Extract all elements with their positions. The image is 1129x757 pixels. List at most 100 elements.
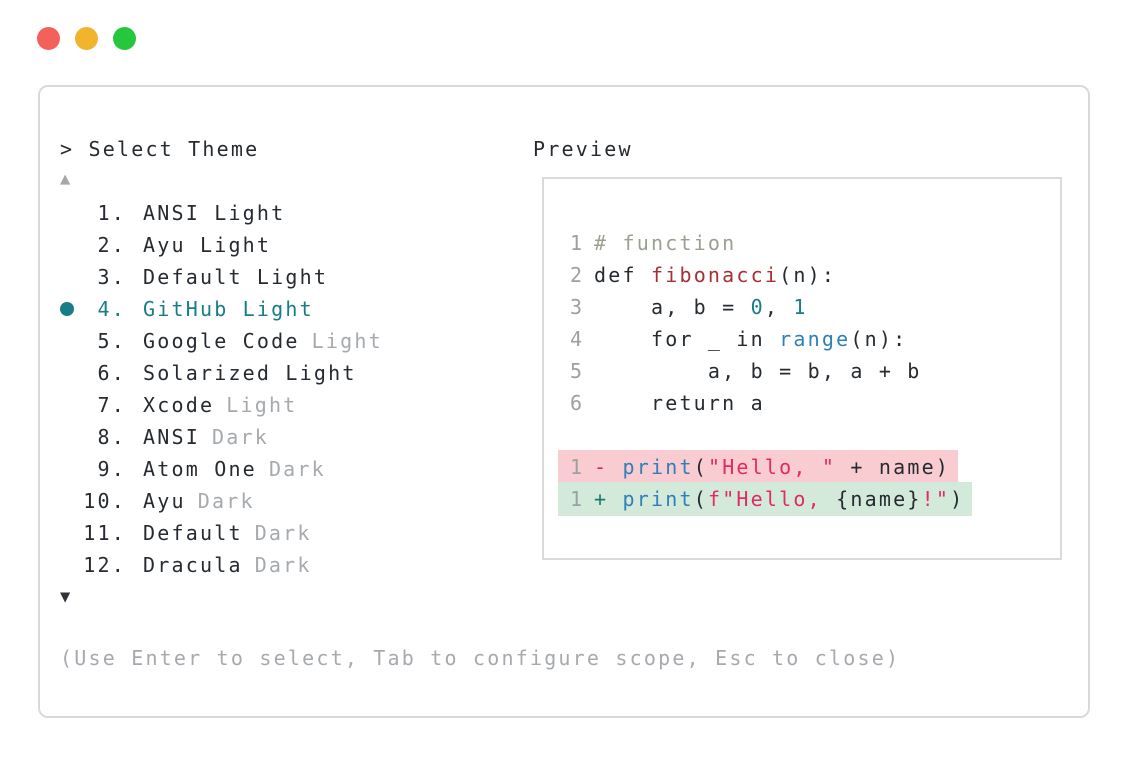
theme-item-number: 1. (97, 201, 126, 225)
preview-label: Preview (533, 137, 633, 161)
zoom-button[interactable] (113, 27, 136, 50)
code-token: !" (921, 487, 951, 511)
minimize-button[interactable] (75, 27, 98, 50)
diff-added-line: 1+ print(f"Hello, {name}!") (558, 482, 1060, 516)
theme-item-label: GitHub Light (143, 297, 314, 321)
select-theme-prompt: > Select Theme (60, 137, 260, 161)
line-number: 1 (570, 231, 585, 255)
code-token: def (594, 263, 651, 287)
close-button[interactable] (37, 27, 60, 50)
code-content: 6 return a (570, 391, 765, 415)
theme-item-label: Solarized Light (143, 361, 357, 385)
code-token: range (779, 327, 851, 351)
code-token: "Hello, " (707, 455, 837, 479)
code-line: 1 # function (570, 227, 1060, 259)
theme-item[interactable]: 10. Ayu Dark (60, 485, 383, 517)
code-token: ( (693, 455, 708, 479)
theme-item-number: 6. (97, 361, 126, 385)
code-token: print (622, 455, 694, 479)
theme-item[interactable]: 4. GitHub Light (60, 293, 383, 325)
code-token: a, b = b, a + b (594, 359, 922, 383)
theme-item-label: Default (143, 521, 243, 545)
theme-item-number: 2. (97, 233, 126, 257)
code-line (570, 419, 1060, 451)
theme-item[interactable]: 2.Ayu Light (60, 229, 383, 261)
window-controls (37, 27, 136, 50)
line-number: 4 (570, 327, 585, 351)
selection-dot-icon (60, 302, 74, 316)
selection-dot-column (60, 302, 82, 316)
code-content: 4 for _ in range(n): (570, 327, 907, 351)
theme-item-variant: Dark (254, 521, 312, 545)
code-token: , (764, 295, 794, 319)
code-line: 4 for _ in range(n): (570, 323, 1060, 355)
theme-item-number: 4. (97, 297, 126, 321)
theme-item-variant: Dark (254, 553, 312, 577)
code-line: 3 a, b = 0, 1 (570, 291, 1060, 323)
code-token: + (594, 487, 623, 511)
code-token: ( (693, 487, 708, 511)
theme-item-label: Default Light (143, 265, 329, 289)
theme-item-label: ANSI (143, 425, 200, 449)
theme-item[interactable]: 5. Google Code Light (60, 325, 383, 357)
code-token: 1 (793, 295, 808, 319)
help-text: (Use Enter to select, Tab to configure s… (60, 646, 901, 670)
theme-item-label: Dracula (143, 553, 243, 577)
code-line: 6 return a (570, 387, 1060, 419)
theme-item-label: Google Code (143, 329, 300, 353)
theme-item[interactable]: 3. Default Light (60, 261, 383, 293)
theme-item[interactable]: 6. Solarized Light (60, 357, 383, 389)
line-number: 5 (570, 359, 585, 383)
theme-item-variant: Light (226, 393, 298, 417)
theme-item-label: ANSI Light (143, 201, 286, 225)
code-token: for _ in (594, 327, 780, 351)
theme-item-number: 5. (97, 329, 126, 353)
code-token: a, b = (594, 295, 751, 319)
scroll-down-indicator[interactable]: ▼ (60, 587, 71, 607)
code-token: {name} (836, 487, 922, 511)
code-token: f"Hello, (707, 487, 837, 511)
theme-item-number: 9. (97, 457, 126, 481)
diff-highlight: 1- print("Hello, " + name) (558, 450, 959, 484)
code-content (570, 423, 594, 447)
theme-item[interactable]: 7. Xcode Light (60, 389, 383, 421)
code-token: return a (594, 391, 765, 415)
code-token: fibonacci (650, 263, 780, 287)
diff-highlight: 1+ print(f"Hello, {name}!") (558, 482, 973, 516)
line-number: 2 (570, 263, 585, 287)
code-token: # function (594, 231, 737, 255)
diff-removed-line: 1- print("Hello, " + name) (558, 450, 1060, 484)
theme-item-number: 7. (97, 393, 126, 417)
theme-item-variant: Dark (197, 489, 255, 513)
theme-item-variant: Dark (268, 457, 326, 481)
theme-item-number: 10. (83, 489, 126, 513)
theme-item[interactable]: 1. ANSI Light (60, 197, 383, 229)
line-number: 1 (570, 487, 585, 511)
theme-item-number: 8. (97, 425, 126, 449)
code-content: 3 a, b = 0, 1 (570, 295, 808, 319)
code-line: 5 a, b = b, a + b (570, 355, 1060, 387)
code-token: print (622, 487, 694, 511)
code-content: 5 a, b = b, a + b (570, 359, 922, 383)
scroll-up-indicator[interactable]: ▲ (60, 169, 71, 189)
line-number: 3 (570, 295, 585, 319)
theme-item-number: 3. (97, 265, 126, 289)
theme-item-label: Ayu (143, 489, 186, 513)
code-token: - (594, 455, 623, 479)
theme-item-label: Xcode (143, 393, 215, 417)
line-number: 1 (570, 455, 585, 479)
code-token: + name) (836, 455, 951, 479)
code-content: 1 # function (570, 231, 736, 255)
theme-item-variant: Light (311, 329, 383, 353)
code-token: 0 (750, 295, 765, 319)
